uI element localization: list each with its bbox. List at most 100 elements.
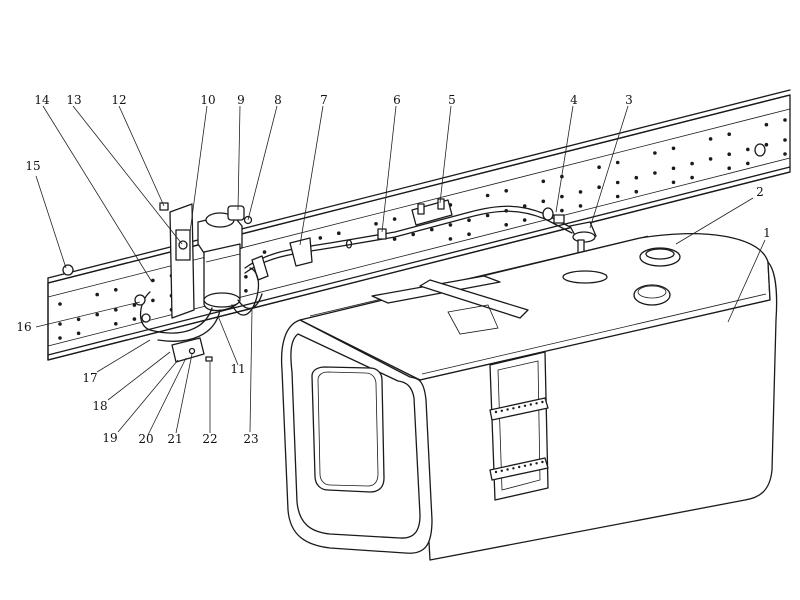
tread-dot	[541, 460, 544, 464]
callout-4: 4	[570, 93, 578, 107]
tread-dot	[523, 464, 527, 467]
rivet-hole	[58, 336, 62, 340]
rivet-hole	[504, 189, 509, 193]
callout-leader-lines	[35, 105, 766, 436]
rivet-hole	[690, 175, 694, 180]
callout-11: 11	[230, 362, 245, 376]
callout-18: 18	[92, 399, 107, 413]
tread-dot	[500, 409, 503, 412]
callout-19: 19	[102, 431, 117, 445]
bracket-7	[251, 237, 313, 281]
step-tread	[494, 400, 544, 474]
rivet-hole	[708, 157, 713, 161]
rivet-hole	[615, 160, 620, 165]
tread-dot	[541, 400, 544, 404]
rivet-hole	[560, 194, 564, 199]
fuel-tank-1	[280, 233, 778, 561]
callout-labels: 1 2 3 4 5 6 7 8 9 10 11 12 13 14 15 16 1…	[16, 93, 770, 446]
rivet-hole	[746, 161, 750, 166]
rivet-hole	[727, 166, 731, 170]
rivet-hole	[578, 204, 583, 208]
rivet-hole	[522, 218, 527, 222]
tread-dot	[535, 462, 538, 465]
rivet-hole	[560, 208, 564, 213]
tread-dot	[518, 405, 521, 409]
rivet-hole	[132, 303, 137, 307]
tread-dot	[523, 404, 527, 407]
rivet-hole	[634, 175, 639, 180]
rivet-hole	[597, 165, 601, 169]
rivet-hole	[615, 180, 620, 185]
rivet-hole	[467, 218, 471, 222]
rivet-hole	[411, 232, 416, 237]
tread-dot	[518, 465, 521, 469]
rivet-hole	[783, 152, 787, 156]
rivet-hole	[151, 298, 155, 303]
tread-dot	[529, 403, 532, 406]
rivet-hole	[690, 161, 694, 166]
rivet-hole	[430, 227, 434, 232]
callout-13: 13	[66, 93, 81, 107]
rivet-hole	[448, 237, 453, 241]
connector-4	[542, 207, 565, 224]
rivet-hole	[783, 118, 787, 122]
callout-9: 9	[237, 93, 245, 107]
rivet-hole	[746, 147, 750, 152]
fuel-filter-assembly	[62, 202, 263, 363]
callout-6: 6	[393, 93, 401, 107]
rivet-hole	[485, 193, 490, 198]
rivet-hole	[76, 331, 81, 336]
rivet-hole	[392, 217, 397, 221]
tread-dot	[506, 408, 509, 411]
rivet-hole	[727, 132, 731, 136]
tread-dot	[535, 402, 538, 405]
rivet-hole	[727, 152, 731, 156]
rivet-hole	[95, 292, 99, 297]
callout-20: 20	[138, 432, 153, 446]
rivet-hole	[653, 171, 657, 175]
callout-21: 21	[167, 432, 182, 446]
tread-dot	[500, 469, 503, 472]
rivet-hole	[671, 146, 676, 151]
rivet-hole	[764, 122, 769, 127]
tread-dot	[529, 463, 532, 466]
rivet-hole	[448, 223, 453, 227]
rivet-hole	[764, 142, 769, 147]
rivet-hole	[374, 222, 378, 226]
fuel-line-assembly	[244, 198, 573, 281]
rivet-hole	[541, 199, 546, 204]
callout-10: 10	[200, 93, 215, 107]
callout-15: 15	[25, 159, 40, 173]
tread-dot	[494, 410, 498, 414]
rivet-hole	[671, 180, 676, 185]
rivet-hole	[467, 232, 471, 236]
rivet-hole	[262, 250, 267, 254]
rivet-hole	[114, 322, 118, 326]
rivet-hole	[244, 275, 248, 279]
rivet-hole	[95, 312, 99, 317]
rivet-hole	[522, 204, 527, 208]
rivet-hole	[392, 237, 397, 241]
rivet-hole	[244, 289, 248, 293]
callout-14: 14	[34, 93, 50, 107]
rivet-hole	[132, 317, 137, 321]
callout-5: 5	[448, 93, 456, 107]
rivet-hole	[578, 190, 583, 194]
rivet-hole	[783, 138, 787, 142]
callout-17: 17	[82, 371, 97, 385]
rivet-hole	[485, 213, 490, 218]
rivet-hole	[114, 288, 118, 292]
callout-1: 1	[763, 226, 771, 240]
rivet-hole	[671, 166, 676, 171]
rivet-hole	[541, 179, 546, 184]
tread-dot	[512, 407, 515, 410]
rivet-hole	[114, 308, 118, 312]
rivet-hole	[76, 317, 81, 322]
rivet-hole	[653, 151, 657, 155]
rivet-hole	[58, 322, 62, 326]
callout-3: 3	[625, 93, 633, 107]
callout-2: 2	[756, 185, 764, 199]
rivet-hole	[504, 223, 509, 227]
rivet-hole	[318, 236, 323, 240]
